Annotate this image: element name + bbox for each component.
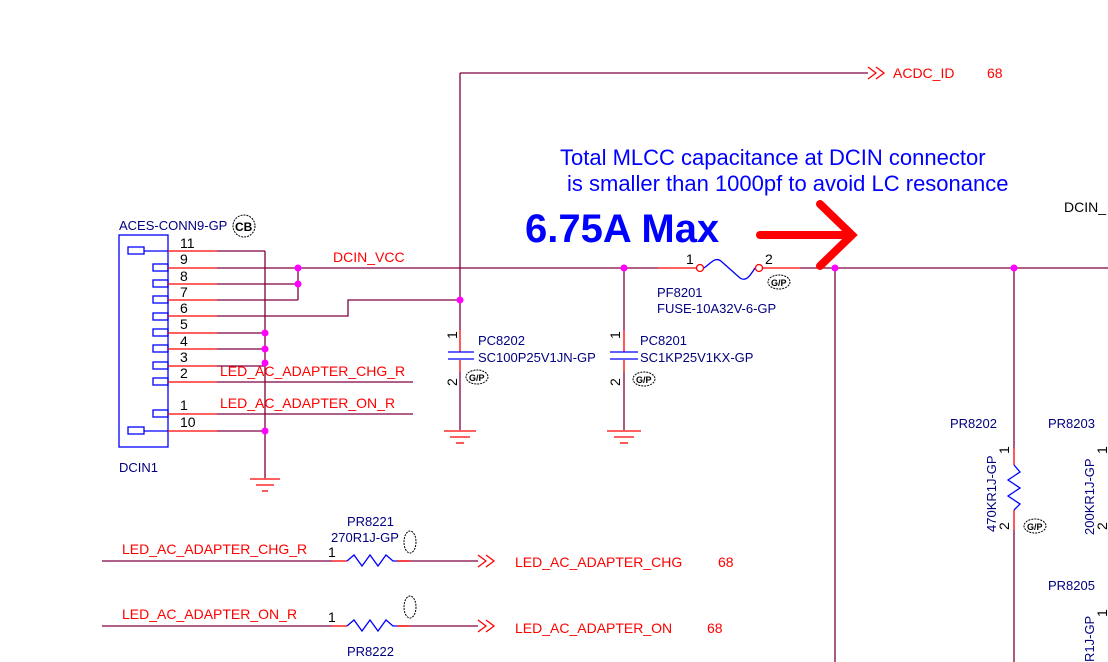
- svg-text:ACDC_ID: ACDC_ID: [893, 65, 954, 81]
- ground-symbols: [250, 430, 641, 492]
- svg-text:1: 1: [686, 251, 694, 267]
- svg-text:7: 7: [180, 284, 188, 300]
- capacitor-pc8202: PC8202 SC100P25V1JN-GP 1 2 G/P: [444, 330, 596, 386]
- offpage-acdc-id: ACDC_ID 68: [867, 65, 1003, 81]
- fuse-pf8201: 1 2 PF8201 FUSE-10A32V-6-GP G/P: [657, 251, 800, 316]
- svg-text:G/P: G/P: [636, 375, 652, 385]
- svg-text:1: 1: [180, 397, 188, 413]
- red-arrow-icon: [756, 200, 858, 270]
- connector-ref: DCIN1: [119, 460, 158, 475]
- resistor-pr8203: PR8203 200KR1J-GP 1 2: [1048, 416, 1108, 535]
- svg-text:PR8222: PR8222: [347, 644, 394, 659]
- offpage-led-chg: LED_AC_ADAPTER_CHG 68: [477, 554, 734, 570]
- svg-text:G/P: G/P: [469, 373, 485, 383]
- svg-text:68: 68: [707, 620, 723, 636]
- resistor-pr8205: PR8205 R1J-GP 1: [1048, 578, 1108, 662]
- svg-text:2: 2: [996, 522, 1012, 530]
- svg-text:LED_AC_ADAPTER_CHG: LED_AC_ADAPTER_CHG: [515, 554, 682, 570]
- pin-numbers: 11 9 8 7 6 5 4 3 2 1 10: [180, 235, 196, 430]
- svg-text:2: 2: [765, 251, 773, 267]
- connector-pins: [127, 246, 169, 435]
- capacitor-pc8201: PC8201 SC1KP25V1KX-GP 1 2 G/P: [607, 330, 753, 387]
- svg-text:LED_AC_ADAPTER_ON: LED_AC_ADAPTER_ON: [515, 620, 672, 636]
- svg-text:PF8201: PF8201: [657, 285, 703, 300]
- svg-text:SC100P25V1JN-GP: SC100P25V1JN-GP: [478, 350, 596, 365]
- svg-text:CB: CB: [235, 220, 253, 234]
- note-line-1: Total MLCC capacitance at DCIN connector: [560, 145, 986, 170]
- svg-text:1: 1: [328, 544, 336, 560]
- svg-text:R1J-GP: R1J-GP: [1082, 616, 1097, 662]
- svg-text:5: 5: [180, 316, 188, 332]
- net-led-chg-r: LED_AC_ADAPTER_CHG_R: [220, 363, 405, 379]
- svg-text:2: 2: [444, 378, 460, 386]
- svg-text:4: 4: [180, 333, 188, 349]
- resistor-pr8202: PR8202 470KR1J-GP 1 2 G/P: [950, 416, 1047, 534]
- svg-text:SC1KP25V1KX-GP: SC1KP25V1KX-GP: [640, 350, 753, 365]
- svg-text:2: 2: [1094, 522, 1108, 530]
- resistor-pr8221: PR8221 270R1J-GP 1: [328, 514, 417, 568]
- net-led-on-r: LED_AC_ADAPTER_ON_R: [220, 395, 395, 411]
- svg-text:G/P: G/P: [771, 278, 787, 288]
- svg-text:2: 2: [607, 378, 623, 386]
- svg-text:68: 68: [718, 554, 734, 570]
- net-led-on-r-2: LED_AC_ADAPTER_ON_R: [122, 606, 297, 622]
- svg-text:1: 1: [996, 446, 1012, 454]
- svg-text:PC8202: PC8202: [478, 333, 525, 348]
- svg-text:11: 11: [180, 235, 195, 251]
- svg-text:270R1J-GP: 270R1J-GP: [331, 530, 399, 545]
- connector-body: [118, 234, 169, 448]
- svg-text:FUSE-10A32V-6-GP: FUSE-10A32V-6-GP: [657, 301, 776, 316]
- svg-text:1: 1: [444, 331, 460, 339]
- net-dcin-vcc: DCIN_VCC: [333, 249, 405, 265]
- junction-dots: [261, 264, 1018, 435]
- svg-text:10: 10: [180, 414, 196, 430]
- svg-text:6: 6: [180, 300, 188, 316]
- svg-text:200KR1J-GP: 200KR1J-GP: [1082, 458, 1097, 535]
- resistor-pr8222: PR8222 1: [328, 595, 417, 659]
- net-led-chg-r-2: LED_AC_ADAPTER_CHG_R: [122, 541, 307, 557]
- svg-text:1: 1: [1094, 609, 1108, 617]
- svg-text:PR8205: PR8205: [1048, 578, 1095, 593]
- svg-text:1: 1: [328, 609, 336, 625]
- offpage-led-on: LED_AC_ADAPTER_ON 68: [477, 619, 723, 636]
- svg-text:1: 1: [607, 331, 623, 339]
- svg-text:68: 68: [987, 65, 1003, 81]
- note-line-2: is smaller than 1000pf to avoid LC reson…: [567, 171, 1008, 196]
- svg-text:PC8201: PC8201: [640, 333, 687, 348]
- svg-text:G/P: G/P: [1027, 522, 1043, 532]
- svg-text:2: 2: [180, 365, 188, 381]
- svg-text:8: 8: [180, 268, 188, 284]
- pin-leads: [168, 250, 217, 432]
- svg-text:3: 3: [180, 349, 188, 365]
- svg-text:PR8203: PR8203: [1048, 416, 1095, 431]
- current-max-label: 6.75A Max: [525, 207, 719, 251]
- svg-text:470KR1J-GP: 470KR1J-GP: [984, 455, 999, 532]
- wires: [102, 72, 1108, 662]
- svg-text:PR8221: PR8221: [347, 514, 394, 529]
- svg-text:9: 9: [180, 251, 188, 267]
- svg-text:PR8202: PR8202: [950, 416, 997, 431]
- net-dcin-right: DCIN_: [1064, 199, 1106, 215]
- connector-part: ACES-CONN9-GP: [119, 218, 227, 233]
- svg-text:1: 1: [1094, 446, 1108, 454]
- cb-mark: CB: [232, 214, 256, 238]
